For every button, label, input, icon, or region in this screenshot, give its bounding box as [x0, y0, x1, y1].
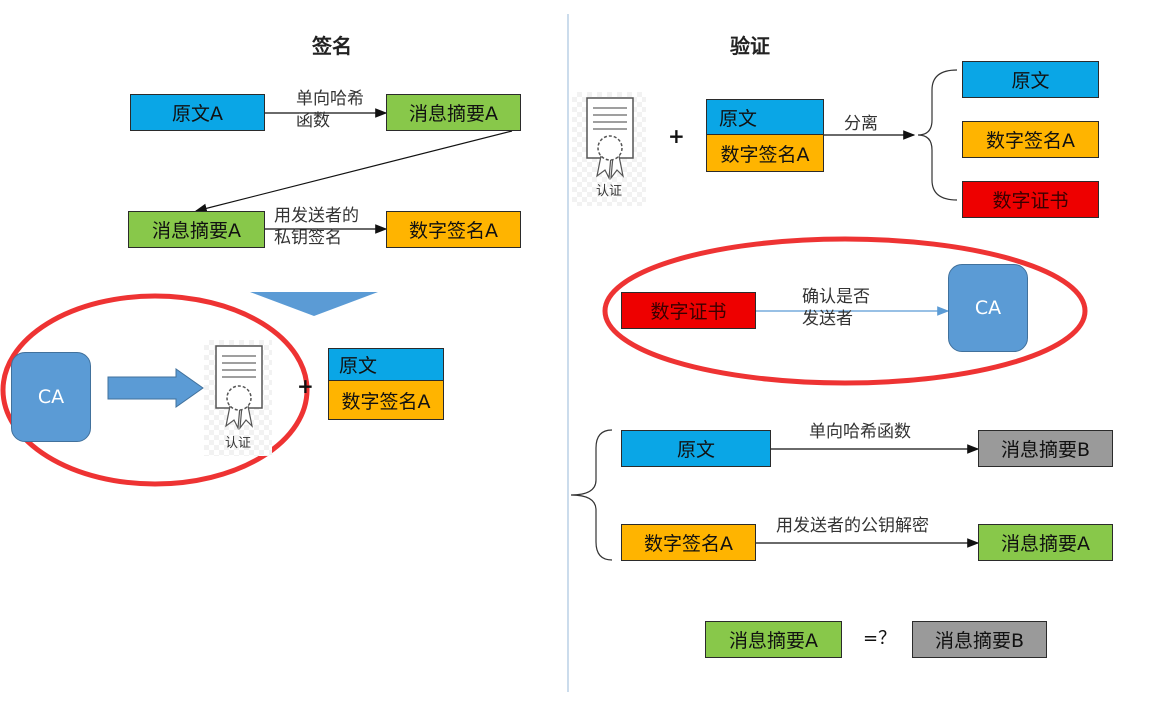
bundle-signature-box: 数字签名A [706, 134, 824, 172]
diagonal-arrow [194, 130, 513, 214]
compare-digest-b-box: 消息摘要B [912, 621, 1047, 658]
out-original-box: 原文 [962, 61, 1099, 98]
digest-a-box: 消息摘要A [386, 94, 521, 131]
digest-b-box: 消息摘要B [978, 430, 1113, 467]
verify-title: 验证 [730, 34, 770, 58]
right-arrow [107, 368, 204, 408]
bundle-original-box: 原文 [328, 348, 444, 381]
ca-box: CA [11, 352, 91, 442]
hash-function-label: 单向哈希 函数 [296, 89, 364, 131]
confirm-sender-label: 确认是否 发送者 [802, 287, 870, 329]
bundle-original-box: 原文 [706, 99, 824, 135]
cert-label: 认证 [224, 436, 251, 451]
ca-box: CA [948, 264, 1028, 352]
plus-sign: + [297, 374, 314, 398]
cert-label: 认证 [595, 184, 622, 199]
certificate-icon: 认证 [572, 92, 646, 206]
verify-original-box: 原文 [621, 430, 771, 467]
signature-a-box: 数字签名A [386, 211, 521, 248]
split-brace [917, 69, 958, 201]
out-signature-box: 数字签名A [962, 121, 1099, 158]
verify-brace [570, 429, 613, 561]
certificate-icon: 认证 [204, 340, 272, 456]
down-arrow [250, 292, 378, 316]
sign-title: 签名 [312, 34, 352, 58]
decrypt-label: 用发送者的公钥解密 [776, 516, 929, 536]
split-label: 分离 [844, 114, 878, 134]
highlight-ellipse-verify [602, 236, 1088, 386]
out-certificate-box: 数字证书 [962, 181, 1099, 218]
compare-operator: =？ [863, 628, 897, 649]
certificate-box: 数字证书 [621, 292, 756, 329]
plus-sign: + [668, 124, 685, 148]
verify-digest-a-box: 消息摘要A [978, 524, 1113, 561]
digest-a-box-2: 消息摘要A [128, 211, 265, 248]
private-key-sign-label: 用发送者的 私钥签名 [274, 206, 359, 248]
verify-signature-box: 数字签名A [621, 524, 756, 561]
verify-hash-label: 单向哈希函数 [809, 422, 911, 442]
highlight-ellipse-sign [0, 293, 310, 487]
compare-digest-a-box: 消息摘要A [705, 621, 842, 658]
original-a-box: 原文A [130, 94, 265, 131]
bundle-signature-box: 数字签名A [328, 380, 444, 420]
